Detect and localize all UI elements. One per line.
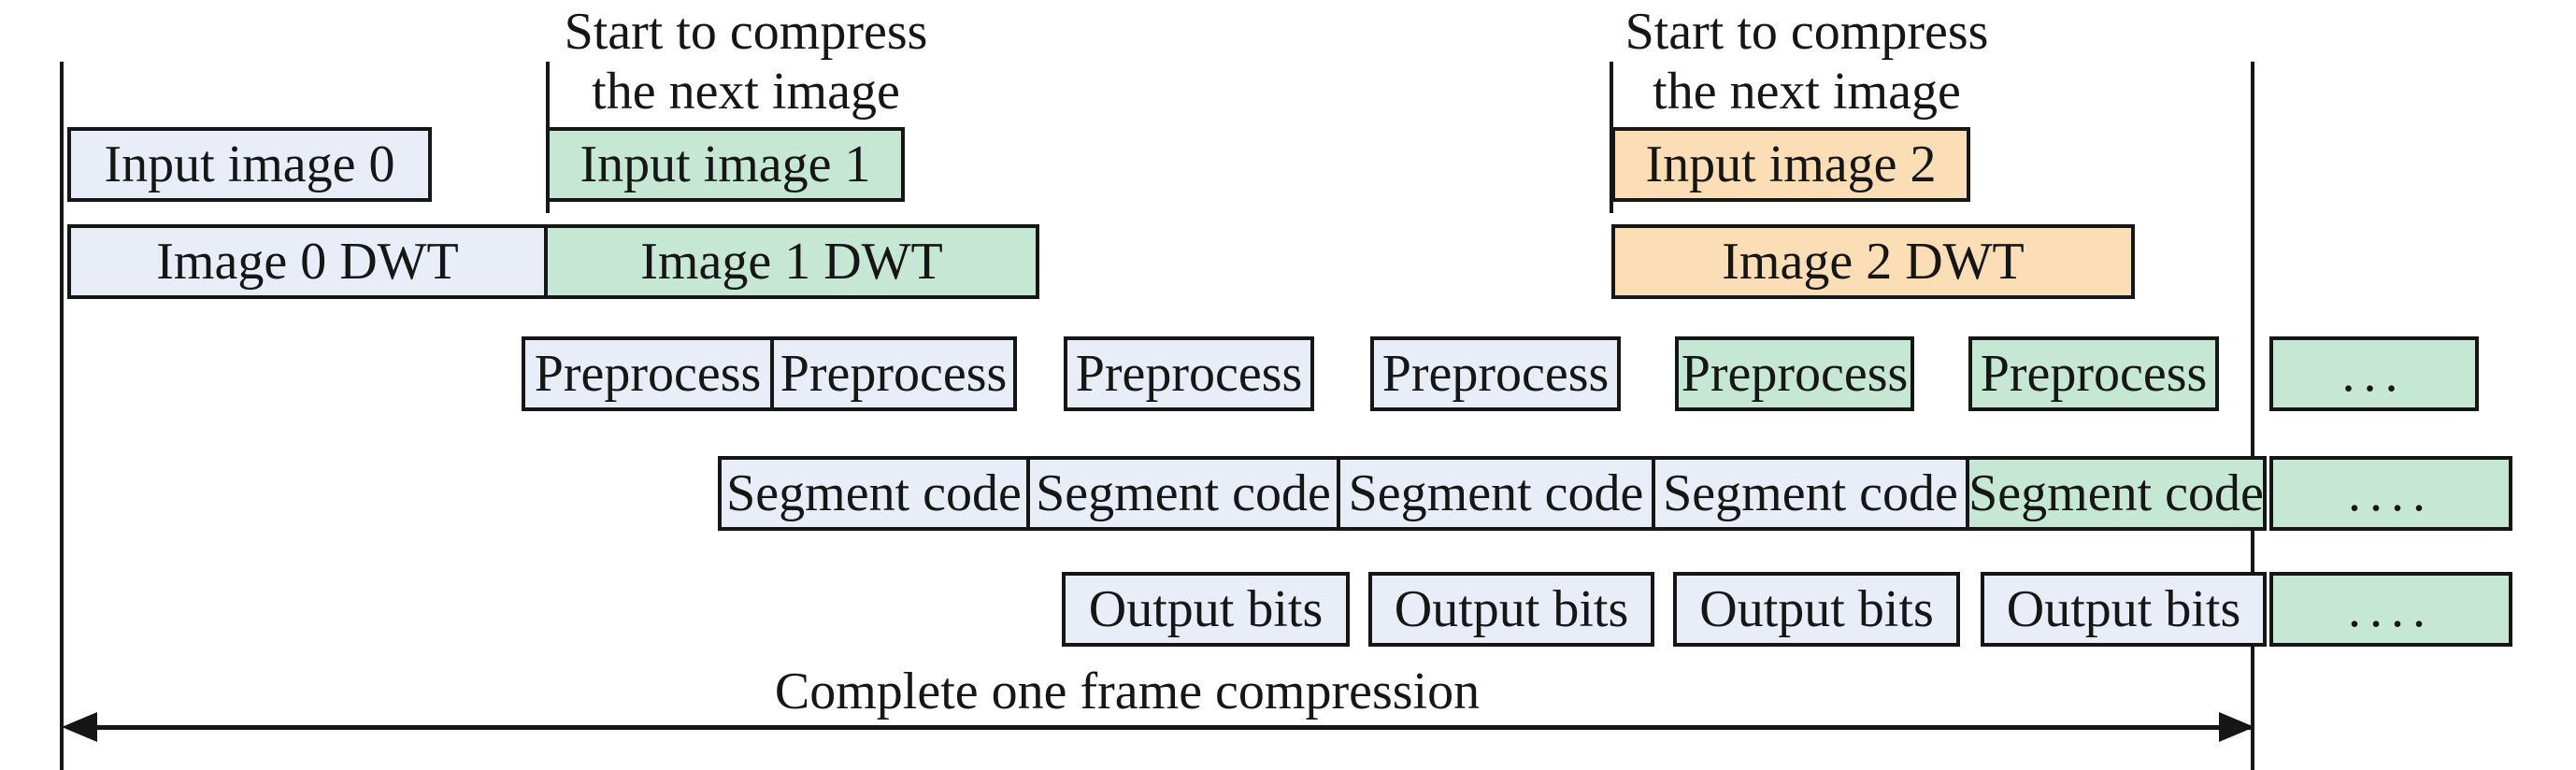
annotation-line: Start to compress <box>564 3 928 61</box>
segment-code-box-4: Segment code <box>1652 456 1969 531</box>
output-bits-box-4: Output bits <box>1981 572 2267 647</box>
ellipsis-label: .... <box>2348 580 2434 638</box>
frame-span-arrowhead-left <box>62 712 97 742</box>
output-ellipsis-box: .... <box>2269 572 2512 647</box>
segment-code-box-1: Segment code <box>718 456 1030 531</box>
image-0-dwt-box: Image 0 DWT <box>67 224 548 299</box>
image-2-dwt-box: Image 2 DWT <box>1611 224 2135 299</box>
annotation-line: the next image <box>592 63 900 121</box>
annotation-line: Start to compress <box>1624 3 1989 61</box>
preprocess-box-5: Preprocess <box>1675 336 1914 411</box>
frame-end-line <box>2251 62 2254 770</box>
segment-code-box-5: Segment code <box>1966 456 2267 531</box>
start-compress-annotation-1: Start to compress the next image <box>565 2 928 121</box>
preprocess-box-2: Preprocess <box>770 336 1017 411</box>
preprocess-ellipsis-box: ... <box>2269 336 2479 411</box>
frame-span-arrowhead-right <box>2219 712 2254 742</box>
preprocess-box-4: Preprocess <box>1370 336 1621 411</box>
input-image-0-box: Input image 0 <box>67 127 432 202</box>
input-image-2-box: Input image 2 <box>1611 127 1970 202</box>
output-bits-box-2: Output bits <box>1368 572 1654 647</box>
input-image-1-box: Input image 1 <box>546 127 905 202</box>
output-bits-box-1: Output bits <box>1062 572 1350 647</box>
segment-code-box-2: Segment code <box>1026 456 1340 531</box>
segment-code-box-3: Segment code <box>1337 456 1655 531</box>
preprocess-box-6: Preprocess <box>1968 336 2219 411</box>
timeline-start-line <box>60 62 64 770</box>
start-compress-annotation-2: Start to compress the next image <box>1625 2 1989 121</box>
image-1-dwt-box: Image 1 DWT <box>544 224 1039 299</box>
ellipsis-label: .... <box>2348 464 2434 522</box>
frame-span-label: Complete one frame compression <box>774 663 1481 720</box>
output-bits-box-3: Output bits <box>1673 572 1960 647</box>
ellipsis-label: ... <box>2341 345 2407 403</box>
preprocess-box-3: Preprocess <box>1064 336 1314 411</box>
preprocess-box-1: Preprocess <box>522 336 774 411</box>
annotation-line: the next image <box>1653 63 1961 121</box>
segment-ellipsis-box: .... <box>2269 456 2512 531</box>
frame-span-arrow-shaft <box>69 725 2253 730</box>
